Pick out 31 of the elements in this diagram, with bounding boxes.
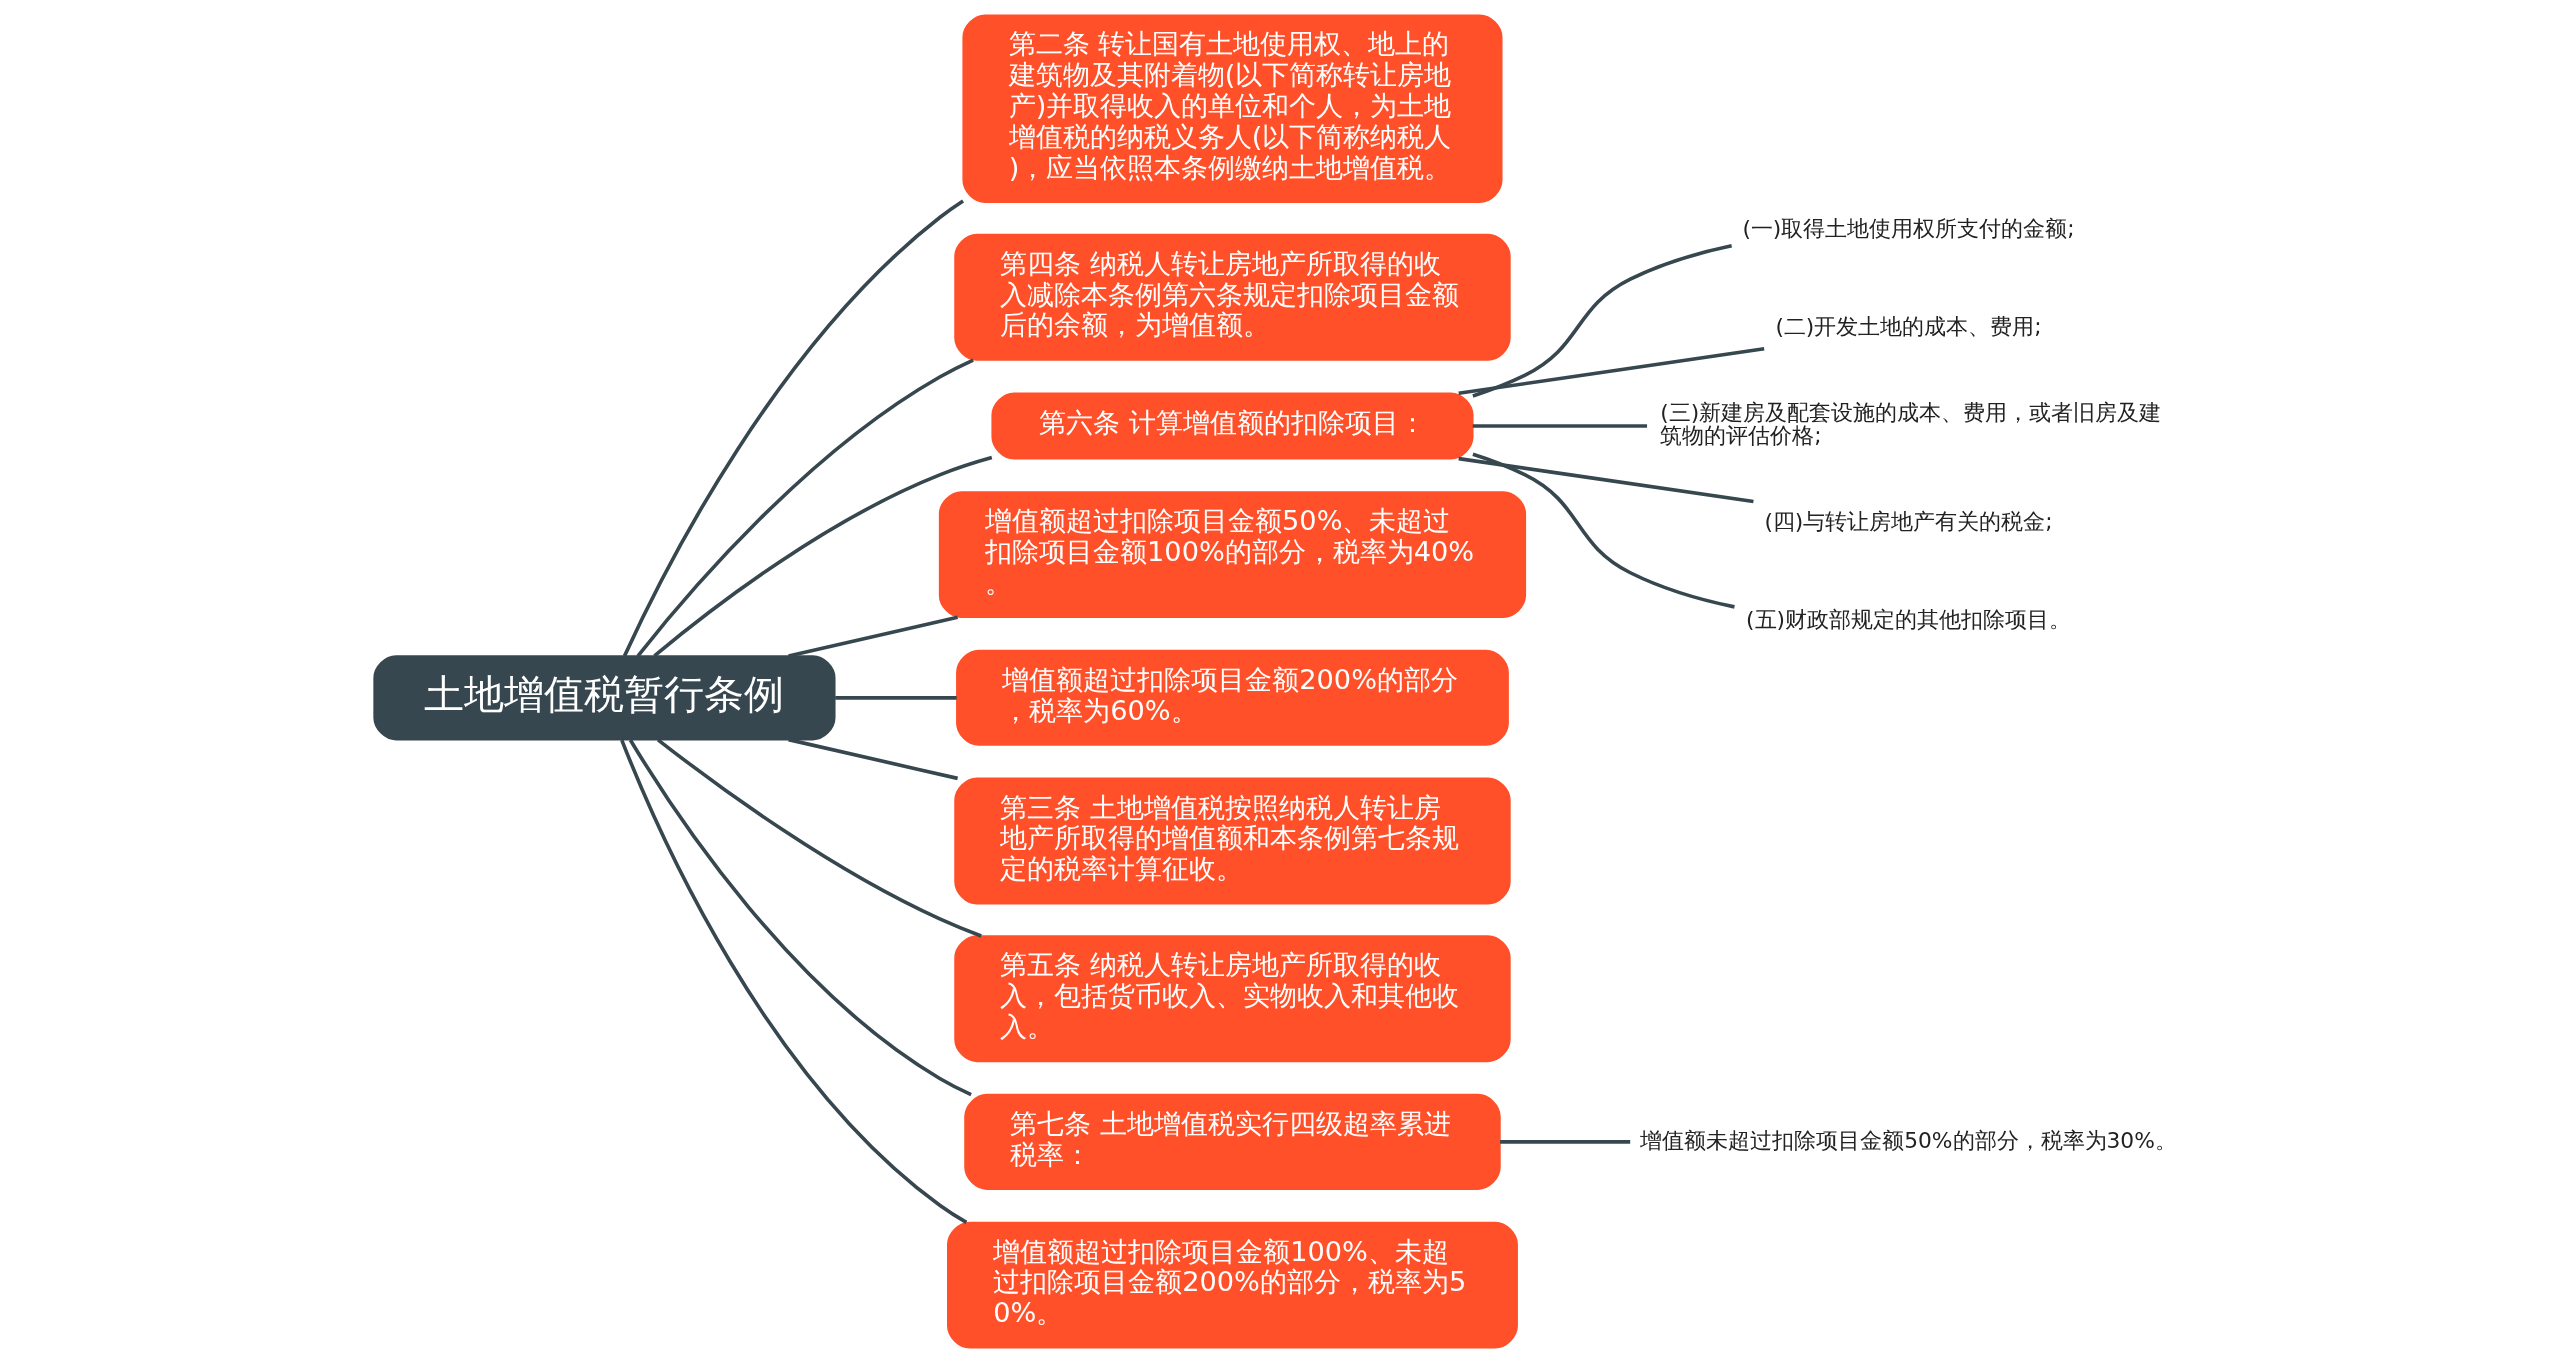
connector [1457,456,1754,504]
connector [1471,244,1732,398]
connector [787,737,958,781]
node-text: (四)与转让房地产有关的税金; [1763,509,2053,535]
node-box: 第五条 纳税人转让房地产所取得的收入，包括货币收入、实物收入和其他收入。 [953,935,1511,1063]
connector [1472,424,1647,428]
node-box: 增值额超过扣除项目金额100%、未超过扣除项目金额200%的部分，税率为50%。 [946,1221,1518,1349]
node-box: 第七条 土地增值税实行四级超率累进税率： [963,1093,1501,1190]
connector [628,739,972,1097]
node-box: 增值额超过扣除项目金额200%的部分，税率为60%。 [955,649,1509,746]
node-text: (三)新建房及配套设施的成本、费用，或者旧房及建筑物的评估价格; [1659,399,2161,449]
node-text: (二)开发土地的成本、费用; [1774,313,2042,339]
node-box: 第六条 计算增值额的扣除项目： [990,392,1474,460]
connector [619,739,967,1224]
node-box: 增值额超过扣除项目金额50%、未超过扣除项目金额100%的部分，税率为40%。 [938,491,1526,619]
node-text: 增值额未超过扣除项目金额50%的部分，税率为30%。 [1639,1127,2177,1153]
connector [834,696,957,700]
connector [1499,1140,1630,1144]
node-text: (五)财政部规定的其他扣除项目。 [1745,607,2071,633]
connector [656,738,982,938]
node-text: (一)取得土地使用权所支付的金额; [1741,215,2075,241]
connector [787,615,958,658]
node-box: 第三条 土地增值税按照纳税人转让房地产所取得的增值额和本条例第七条规定的税率计算征收。 [953,777,1511,905]
connector [1471,452,1735,609]
connector [622,199,964,657]
node-box: 土地增值税暂行条例 [372,655,836,741]
connector [635,358,974,658]
node-box: 第二条 转让国有土地使用权、地上的建筑物及其附着物(以下简称转让房地产)并取得收入的单位和个人，为土地增值税的纳税义务人(以下简称纳税人)，应当依照本条例缴纳土地增值税。 [961,14,1503,203]
connector [1457,347,1764,396]
node-box: 第四条 纳税人转让房地产所取得的收入减除本条例第六条规定扣除项目金额后的余额，为增值额。 [953,233,1511,361]
connector [652,455,992,658]
